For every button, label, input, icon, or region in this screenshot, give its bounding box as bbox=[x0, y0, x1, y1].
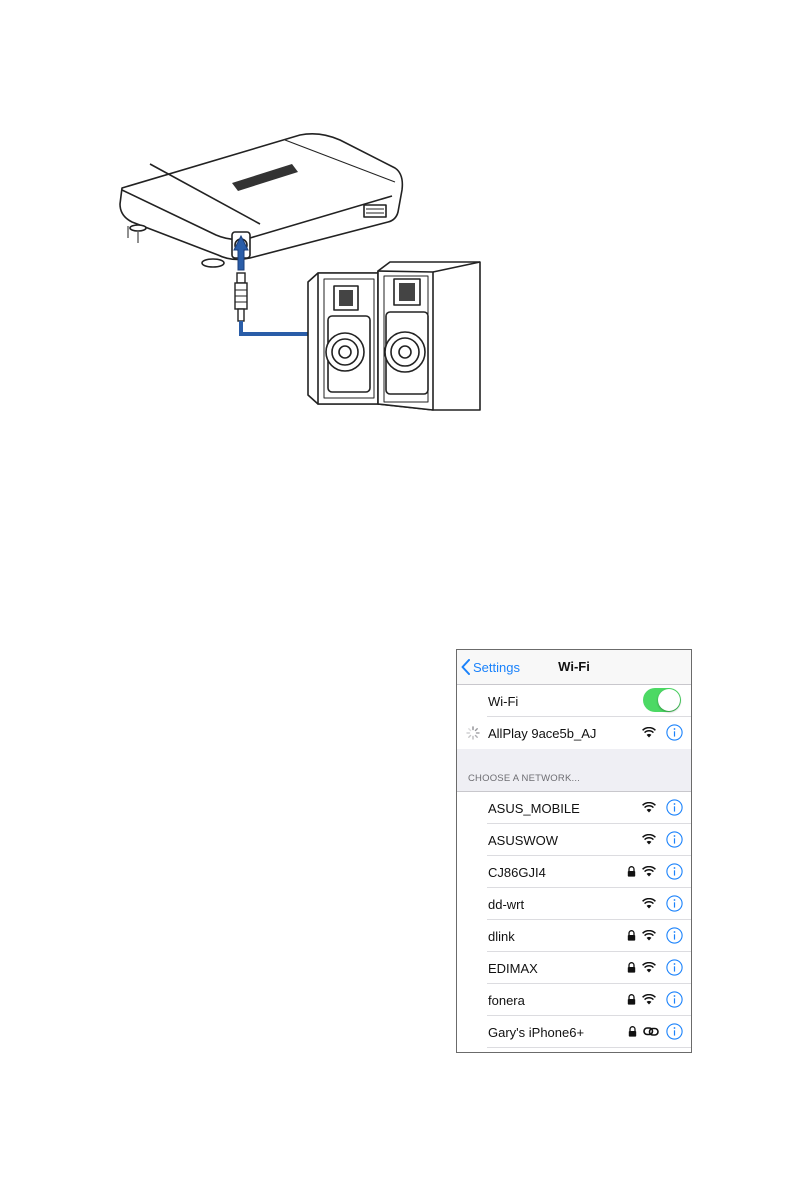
network-name: ASUSWOW bbox=[488, 833, 558, 848]
info-icon[interactable] bbox=[666, 724, 683, 741]
page-title: Wi-Fi bbox=[457, 659, 691, 674]
network-name: EDIMAX bbox=[488, 961, 538, 976]
wifi-toggle-label: Wi-Fi bbox=[488, 694, 518, 709]
device-speaker-illustration bbox=[0, 0, 795, 440]
lock-icon bbox=[627, 962, 636, 973]
lock-icon bbox=[628, 1026, 637, 1037]
network-name: Gary's iPhone6+ bbox=[488, 1025, 584, 1040]
info-icon[interactable] bbox=[666, 1023, 683, 1040]
info-icon[interactable] bbox=[666, 831, 683, 848]
wifi-icon bbox=[642, 866, 656, 877]
network-name: CJ86GJI4 bbox=[488, 865, 546, 880]
section-header-label: CHOOSE A NETWORK... bbox=[468, 773, 580, 784]
network-name: ASUS_MOBILE bbox=[488, 801, 580, 816]
network-row[interactable]: Gary's iPhone6+ bbox=[457, 1016, 691, 1048]
info-icon[interactable] bbox=[666, 863, 683, 880]
lock-icon bbox=[627, 930, 636, 941]
network-name: dlink bbox=[488, 929, 515, 944]
network-row[interactable]: ASUSWOW bbox=[457, 824, 691, 856]
info-icon[interactable] bbox=[666, 895, 683, 912]
lock-icon bbox=[627, 994, 636, 1005]
navigation-bar: Settings Wi-Fi bbox=[457, 650, 691, 685]
personal-hotspot-icon bbox=[643, 1026, 659, 1037]
wifi-toggle-switch[interactable] bbox=[643, 688, 681, 712]
info-icon[interactable] bbox=[666, 927, 683, 944]
wifi-icon bbox=[642, 962, 656, 973]
loading-spinner-icon bbox=[466, 726, 480, 740]
choose-network-header: CHOOSE A NETWORK... bbox=[457, 749, 691, 792]
wifi-icon bbox=[642, 802, 656, 813]
network-row[interactable]: EDIMAX bbox=[457, 952, 691, 984]
info-icon[interactable] bbox=[666, 959, 683, 976]
wifi-icon bbox=[642, 834, 656, 845]
info-icon[interactable] bbox=[666, 799, 683, 816]
wifi-icon bbox=[642, 727, 656, 738]
lock-icon bbox=[627, 866, 636, 877]
right-speaker bbox=[378, 262, 480, 410]
current-network-name: AllPlay 9ace5b_AJ bbox=[488, 726, 596, 741]
network-row[interactable]: ASUS_MOBILE bbox=[457, 792, 691, 824]
network-row[interactable]: dlink bbox=[457, 920, 691, 952]
network-name: fonera bbox=[488, 993, 525, 1008]
wifi-settings-screen: Settings Wi-Fi Wi-Fi AllPlay 9ace5b_AJ bbox=[456, 649, 692, 1053]
network-row[interactable]: fonera bbox=[457, 984, 691, 1016]
current-network-row[interactable]: AllPlay 9ace5b_AJ bbox=[457, 717, 691, 749]
wifi-icon bbox=[642, 898, 656, 909]
streaming-device bbox=[120, 134, 402, 260]
network-row[interactable]: CJ86GJI4 bbox=[457, 856, 691, 888]
network-name: dd-wrt bbox=[488, 897, 524, 912]
info-icon[interactable] bbox=[666, 991, 683, 1008]
left-speaker bbox=[308, 273, 380, 404]
wifi-toggle-row: Wi-Fi bbox=[457, 685, 691, 717]
wifi-icon bbox=[642, 994, 656, 1005]
network-row[interactable]: dd-wrt bbox=[457, 888, 691, 920]
audio-plug bbox=[235, 273, 247, 321]
wifi-icon bbox=[642, 930, 656, 941]
